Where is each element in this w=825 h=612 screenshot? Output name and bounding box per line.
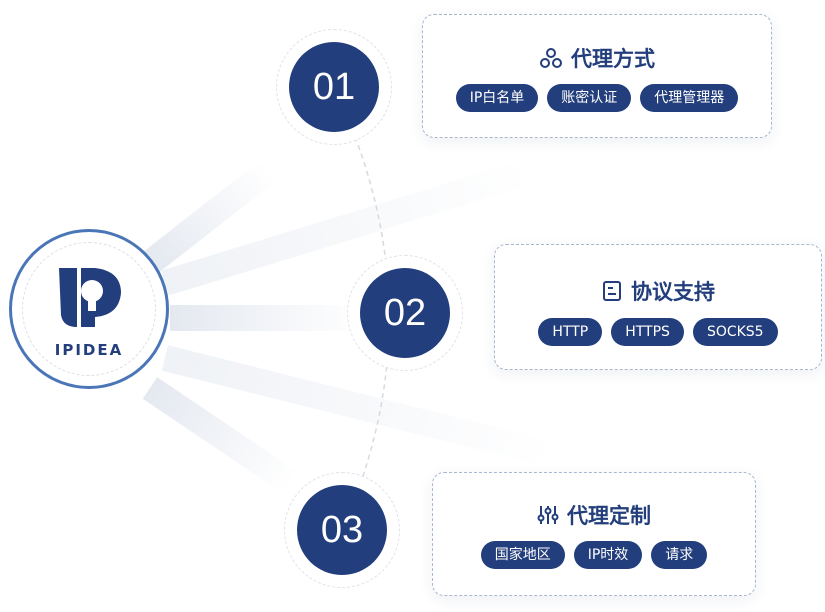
card-proxy-method: 代理方式 IP白名单 账密认证 代理管理器 (422, 14, 772, 138)
card-title: 代理定制 (567, 504, 651, 528)
step-number: 02 (360, 268, 450, 358)
step-number: 03 (297, 485, 387, 575)
document-icon (603, 281, 621, 301)
tag-pill: SOCKS5 (692, 318, 778, 346)
ipidea-logo-icon (59, 268, 121, 327)
tag-pill: HTTPS (611, 318, 684, 346)
sliders-icon (537, 506, 559, 524)
card-protocol-support: 协议支持 HTTP HTTPS SOCKS5 (494, 244, 822, 370)
tag-pill: 代理管理器 (640, 84, 739, 112)
card-title: 代理方式 (571, 47, 655, 71)
card-title: 协议支持 (631, 280, 715, 304)
sitemap-icon (540, 48, 562, 68)
light-ray (170, 305, 360, 331)
card-proxy-customization: 代理定制 国家地区 IP时效 请求 (432, 472, 756, 596)
step-number: 01 (289, 42, 379, 132)
tag-pill: IP白名单 (455, 84, 539, 112)
logo-text: IPIDEA (54, 341, 124, 359)
tag-pill: IP时效 (573, 541, 643, 569)
tag-pill: 账密认证 (547, 84, 632, 112)
tag-pill: 请求 (651, 541, 708, 569)
tag-pill: HTTP (538, 318, 603, 346)
tag-pill: 国家地区 (480, 541, 565, 569)
